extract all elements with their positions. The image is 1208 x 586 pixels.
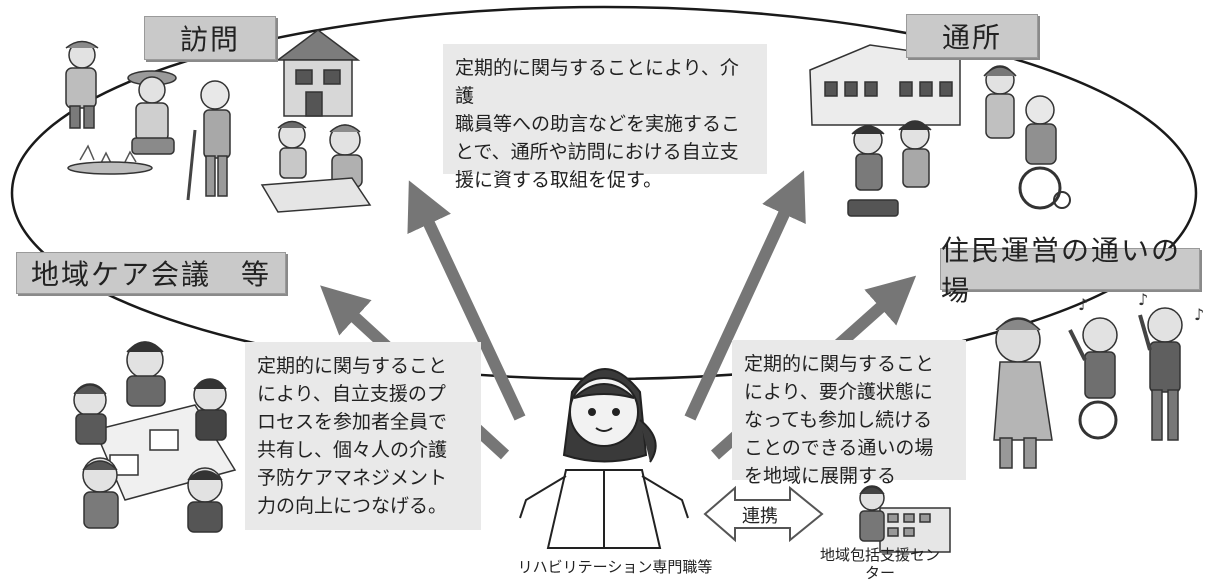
svg-text:♪: ♪	[1078, 295, 1088, 314]
label-jumin-kayoi-no-ba: 住民運営の通いの場	[940, 234, 1200, 307]
caption-line: 地域包括支援セン	[819, 546, 940, 564]
text-line: により、自立支援のプ	[257, 383, 446, 405]
text-line: とで、通所や訪問における自立支	[455, 141, 739, 163]
text-line: ロセスを参加者全員で	[257, 411, 448, 433]
caption-community-center: 地域包括支援セン ター	[810, 546, 950, 582]
text-box-right: 定期的に関与すること により、要介護状態に なっても参加し続ける ことのできる通…	[732, 340, 966, 487]
text-line: 共有し、個々人の介護	[257, 439, 448, 461]
text-line: 予防ケアマネジメント	[257, 467, 448, 489]
text-line: により、要介護状態に	[744, 381, 933, 403]
svg-text:♪: ♪	[1138, 290, 1148, 309]
text-line: を地域に展開する	[744, 465, 897, 487]
renkei-double-arrow	[703, 485, 824, 543]
text-line: 職員等への助言などを実施するこ	[455, 113, 741, 135]
svg-text:♪: ♪	[1194, 305, 1204, 324]
text-line: 定期的に関与することにより、介護	[455, 57, 739, 107]
label-chiiki-care-kaigi: 地域ケア会議 等	[16, 252, 286, 294]
text-line: 力の向上につなげる。	[257, 495, 448, 517]
text-line: 定期的に関与すること	[257, 355, 448, 377]
text-line: ことのできる通いの場	[744, 437, 934, 459]
rehab-professional-illustration	[519, 368, 689, 549]
renkei-label: 連携	[742, 506, 778, 527]
text-box-top: 定期的に関与することにより、介護 職員等への助言などを実施するこ とで、通所や訪…	[443, 44, 767, 191]
chiiki-care-illustration	[73, 341, 237, 533]
houmon-illustration	[65, 29, 372, 213]
community-center-illustration	[859, 485, 951, 553]
jumin-illustration: ♪ ♪ ♪	[993, 290, 1204, 469]
arrow-to-houmon	[407, 180, 526, 421]
text-line: なっても参加し続ける	[744, 409, 933, 431]
label-houmon: 訪問	[144, 16, 276, 60]
caption-rehab-professional: リハビリテーション専門職等	[517, 558, 713, 576]
caption-line: ター	[864, 564, 895, 582]
label-tsusho: 通所	[906, 14, 1038, 58]
tsusho-illustration	[809, 44, 1071, 217]
text-line: 援に資する取組を促す。	[455, 169, 663, 191]
arrow-to-tsusho	[684, 170, 806, 421]
text-box-left: 定期的に関与すること により、自立支援のプ ロセスを参加者全員で 共有し、個々人…	[245, 342, 481, 530]
text-line: 定期的に関与すること	[744, 353, 935, 375]
